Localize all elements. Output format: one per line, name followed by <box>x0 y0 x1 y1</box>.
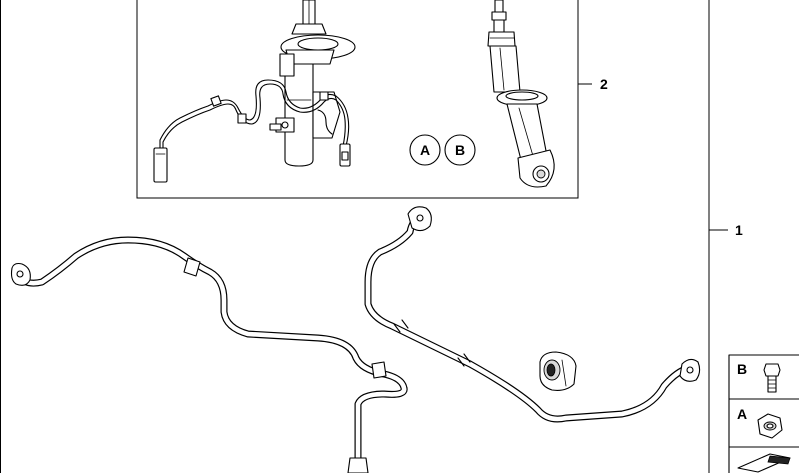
marker-b-label: B <box>455 142 465 158</box>
marker-b: B <box>444 134 476 166</box>
callout-1: 1 <box>709 222 743 238</box>
callout-2-label: 2 <box>600 76 608 92</box>
callout-2: 2 <box>578 76 608 92</box>
legend-b-label: B <box>737 361 747 377</box>
rear-stabilizer-bar <box>364 206 701 423</box>
bolt-icon <box>763 363 781 393</box>
marker-a-label: A <box>420 142 430 158</box>
marker-a: A <box>409 134 441 166</box>
outer-frame <box>0 0 710 473</box>
small-parts-legend: B A <box>728 354 799 473</box>
strut-assembly-frame <box>136 0 579 199</box>
nut-icon <box>757 413 783 439</box>
front-stabilizer-bar <box>10 236 408 473</box>
front-strut <box>153 0 356 183</box>
package-icon <box>737 453 791 473</box>
callout-1-label: 1 <box>735 222 743 238</box>
legend-a-label: A <box>737 406 747 422</box>
rear-shock <box>487 0 555 188</box>
rubber-bushing <box>539 351 577 391</box>
